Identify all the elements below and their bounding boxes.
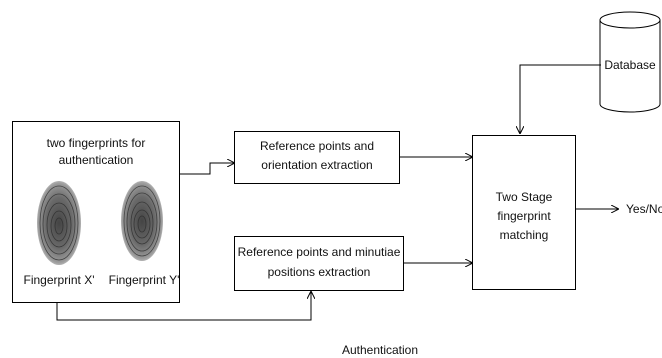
diagram-caption: Authentication xyxy=(341,343,419,357)
input-fingerprints-box xyxy=(12,121,180,303)
orientation-box-line1: Reference points and xyxy=(259,139,375,153)
input-box-title-line1: two fingerprints for xyxy=(46,136,146,150)
two-stage-matching-box xyxy=(472,135,576,290)
matching-box-line3: matching xyxy=(499,228,549,242)
arrow-input-to-orientation xyxy=(179,163,234,175)
fingerprint-y-image xyxy=(121,181,163,261)
minutiae-extraction-box xyxy=(234,236,404,291)
orientation-extraction-box xyxy=(234,131,400,184)
arrow-input-to-minutiae xyxy=(56,292,311,321)
database-label: Database xyxy=(604,58,656,72)
matching-box-line2: fingerprint xyxy=(497,209,551,223)
output-label: Yes/No xyxy=(626,202,662,216)
input-box-title-line2: authentication xyxy=(58,153,134,167)
fingerprint-y-label: Fingerprint Y' xyxy=(108,273,180,287)
minutiae-box-line2: positions extraction xyxy=(267,265,371,279)
fingerprint-x-image xyxy=(37,181,81,265)
fingerprint-x-label: Fingerprint X' xyxy=(23,273,95,287)
matching-box-line1: Two Stage xyxy=(495,190,553,204)
arrow-database-to-matching xyxy=(520,64,601,133)
database-cylinder xyxy=(599,11,661,113)
orientation-box-line2: orientation extraction xyxy=(261,158,373,172)
minutiae-box-line1: Reference points and minutiae xyxy=(237,245,401,259)
